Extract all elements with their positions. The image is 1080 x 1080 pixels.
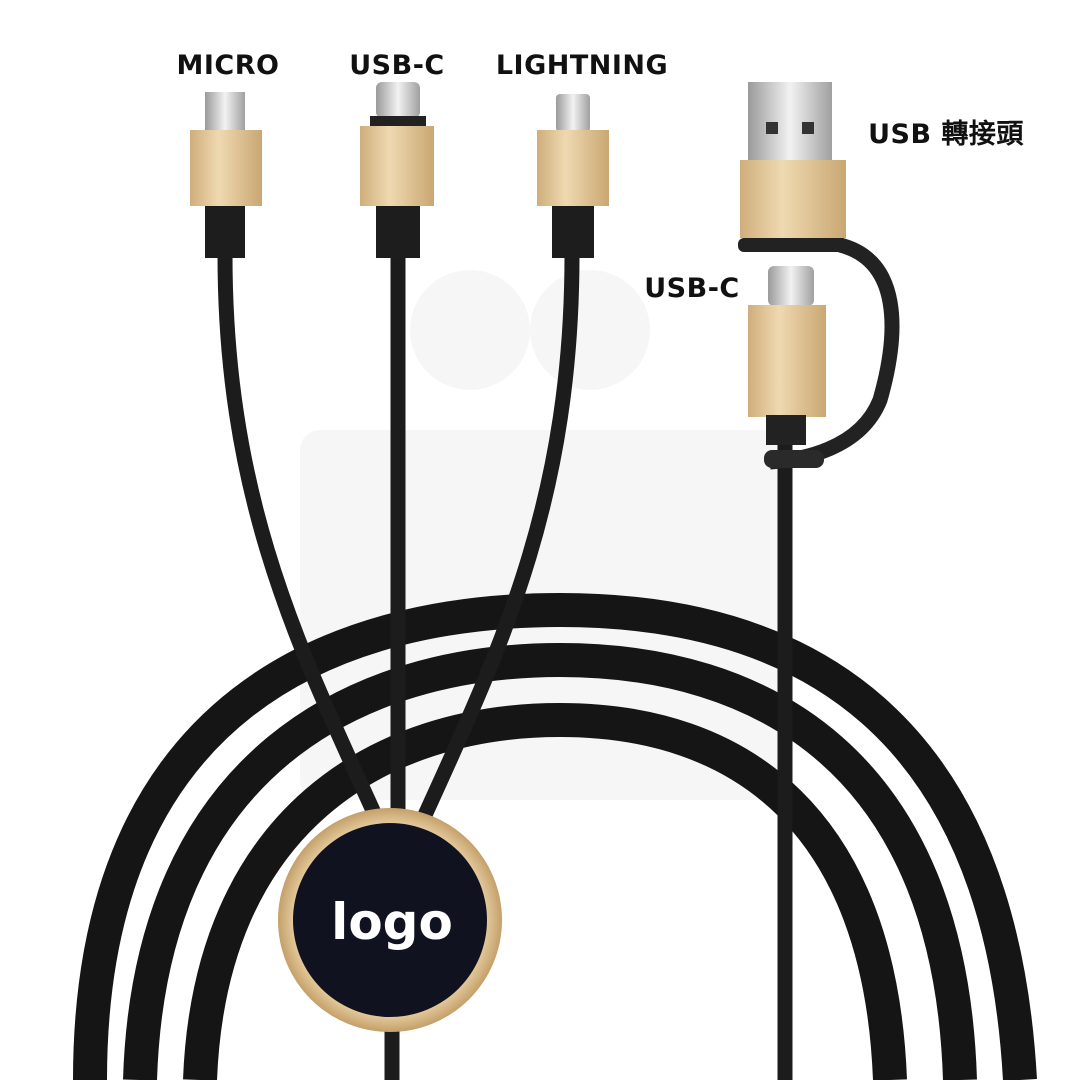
label-usb-c-adapter: USB-C [644, 273, 740, 304]
micro-usb-connector [190, 92, 262, 258]
label-usb-adapter: USB 轉接頭 [868, 119, 1024, 150]
label-lightning: LIGHTNING [495, 50, 669, 81]
logo-disc [278, 808, 502, 1032]
usb-c-adapter-connector [748, 266, 826, 468]
logo-placeholder-text: logo [331, 893, 453, 951]
label-micro: MICRO [176, 50, 280, 81]
lightning-connector [537, 94, 609, 258]
cable-coils [73, 592, 1037, 1080]
usb-a-adapter [738, 82, 848, 252]
label-usb-c: USB-C [349, 50, 445, 81]
usb-c-connector [360, 82, 434, 258]
branch-cables [217, 254, 793, 1080]
